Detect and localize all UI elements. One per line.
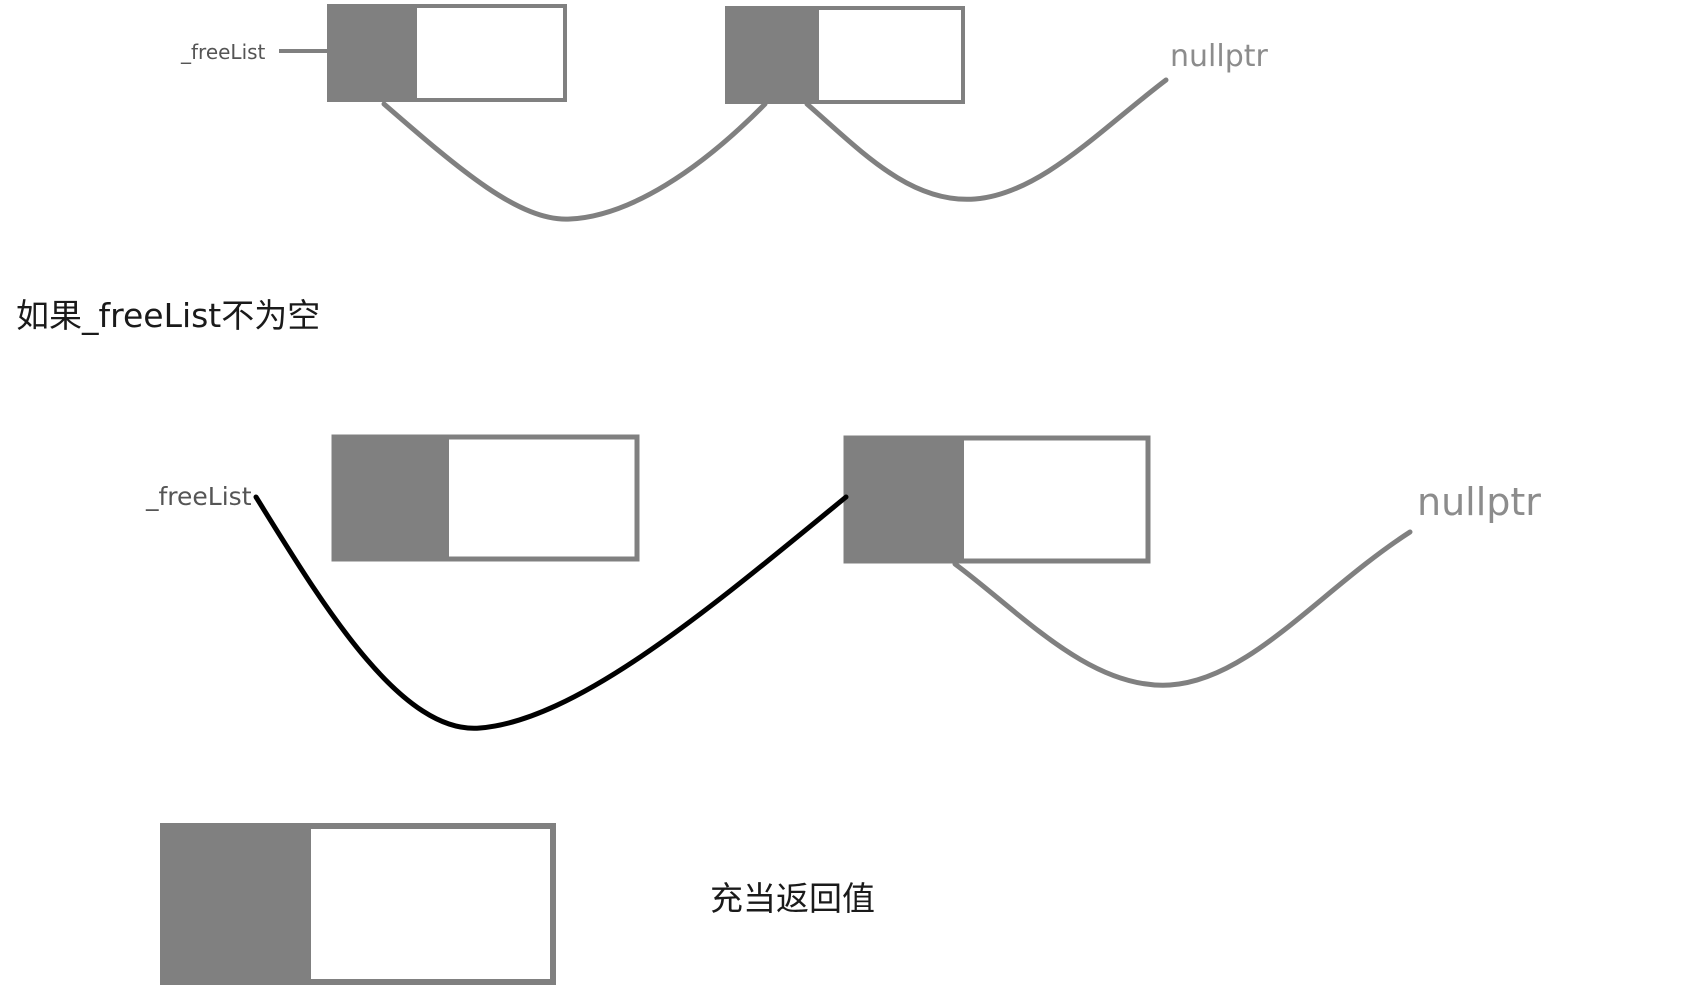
result-text: 充当返回值 xyxy=(710,879,875,918)
top-node-1 xyxy=(327,4,567,102)
bottom-node-2-next-field xyxy=(846,438,964,561)
bottom-diagram: _freeList nullptr xyxy=(145,434,1541,731)
top-node-2-next-field xyxy=(727,8,819,102)
top-nullptr-label: nullptr xyxy=(1170,39,1269,74)
top-freelist-label: _freeList xyxy=(180,40,266,64)
bottom-node-1 xyxy=(331,434,640,562)
bottom-link-node2-to-null xyxy=(952,529,1413,688)
top-node-1-next-field xyxy=(329,6,417,100)
bottom-node-2 xyxy=(843,435,1151,564)
bottom-node-1-next-field xyxy=(334,437,449,559)
bottom-freelist-label: _freeList xyxy=(145,482,252,511)
top-link-node2-to-null xyxy=(804,77,1169,202)
returned-node xyxy=(160,823,556,985)
top-link-node1-to-node2 xyxy=(381,101,768,222)
returned-node-next-field xyxy=(163,826,311,982)
condition-text: 如果_freeList不为空 xyxy=(16,296,320,335)
top-node-2 xyxy=(725,6,965,104)
bottom-nullptr-label: nullptr xyxy=(1417,480,1541,524)
bottom-link-freelist-to-node2 xyxy=(253,494,849,731)
top-diagram: _freeList nullptr xyxy=(180,4,1269,222)
